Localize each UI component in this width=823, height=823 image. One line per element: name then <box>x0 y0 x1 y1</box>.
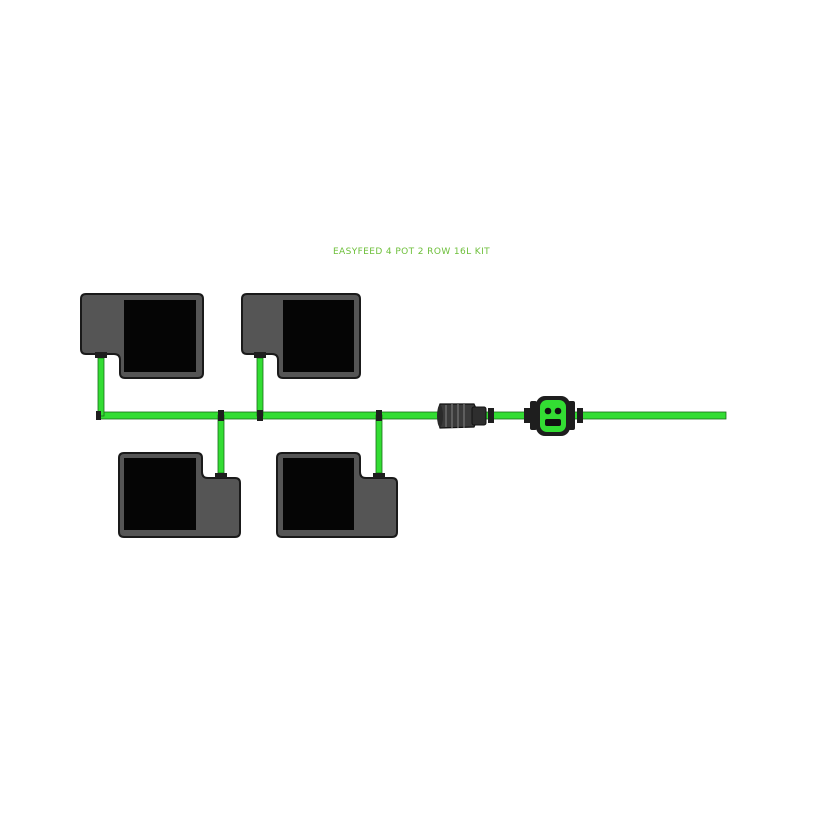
pot-top-left <box>80 293 204 379</box>
feed-valve <box>530 396 575 436</box>
pot-bottom-right <box>276 452 398 538</box>
pot-top-right <box>241 293 361 379</box>
inline-filter <box>437 403 487 429</box>
main-tube <box>97 411 727 420</box>
kit-title: EASYFEED 4 POT 2 ROW 16L KIT <box>332 247 491 257</box>
pot-bottom-left <box>118 452 241 538</box>
connectors <box>95 352 583 478</box>
